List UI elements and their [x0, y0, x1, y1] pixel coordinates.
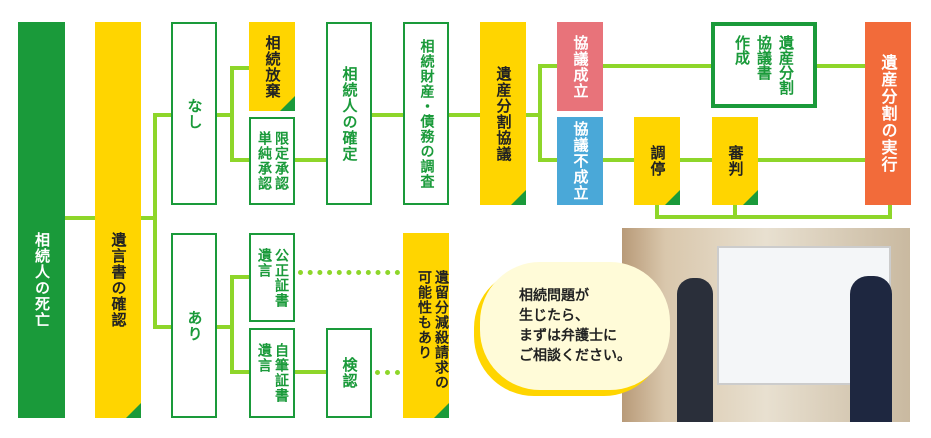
person-left [677, 278, 713, 422]
connector [230, 66, 249, 70]
node-label: 公正証書 遺言 [256, 247, 289, 308]
node-label: 限定承認 単純承認 [256, 131, 289, 191]
node-label: 相続財産・債務の調査 [418, 38, 435, 189]
node-label: 相続人の死亡 [33, 232, 51, 328]
connector [888, 205, 892, 219]
connector [372, 113, 403, 117]
connector [538, 64, 542, 162]
connector [230, 275, 249, 279]
connector [526, 113, 542, 117]
node-label: 遺産分割 協議書 作成 [733, 35, 795, 95]
node-agreement-document: 遺産分割 協議書 作成 [711, 22, 817, 108]
node-label: 調停 [648, 145, 667, 177]
connector [655, 205, 659, 219]
person-right [850, 276, 892, 422]
connector [230, 275, 234, 374]
node-label: 協議成立 [571, 34, 590, 99]
node-asset-survey: 相続財産・債務の調査 [403, 22, 449, 205]
bubble-text: 相続問題が 生じたら、 まずは弁護士に ご相談ください。 [519, 288, 631, 364]
connector [733, 205, 737, 219]
connector [538, 64, 557, 68]
node-death: 相続人の死亡 [18, 22, 65, 418]
node-renounce: 相続放棄 [249, 22, 295, 111]
node-label: 遺留分減殺請求の 可能性もあり [416, 269, 449, 390]
connector [153, 325, 171, 329]
speech-bubble: 相続問題が 生じたら、 まずは弁護士に ご相談ください。 [480, 262, 670, 390]
node-label: なし [185, 97, 204, 130]
node-label: 相続放棄 [263, 34, 282, 99]
node-notarized-will: 公正証書 遺言 [249, 233, 295, 322]
node-label: 自筆証書 遺言 [256, 343, 289, 403]
node-label: 遺産分割の実行 [878, 54, 898, 173]
node-holographic-will: 自筆証書 遺言 [249, 328, 295, 418]
connector [655, 215, 892, 219]
node-none: なし [171, 22, 217, 205]
dotted-connector [375, 370, 400, 375]
consultation-photo [622, 228, 910, 422]
node-execution: 遺産分割の実行 [865, 22, 911, 205]
node-not-agreed: 協議不成立 [557, 117, 603, 205]
connector [217, 113, 233, 117]
node-accept: 限定承認 単純承認 [249, 117, 295, 205]
node-division-talk: 遺産分割協議 [480, 22, 526, 205]
connector [217, 325, 233, 329]
connector [449, 113, 480, 117]
node-label: 審判 [726, 145, 745, 177]
node-label: 検認 [340, 357, 359, 389]
dotted-connector [298, 270, 400, 275]
node-label: 遺産分割協議 [494, 65, 513, 162]
node-heir-confirm: 相続人の確定 [326, 22, 372, 205]
node-will-check: 遺言書の確認 [95, 22, 141, 418]
connector [153, 113, 157, 329]
node-agreed: 協議成立 [557, 22, 603, 111]
connector [538, 158, 557, 162]
node-label: 相続人の確定 [340, 65, 359, 162]
node-judgment: 審判 [712, 117, 758, 205]
node-probate: 検認 [326, 328, 372, 418]
node-label: 遺言書の確認 [109, 232, 128, 328]
connector [65, 216, 95, 220]
node-exists: あり [171, 233, 217, 418]
node-label: 協議不成立 [571, 121, 590, 201]
connector [141, 216, 157, 220]
connector [153, 113, 171, 117]
node-reserved-share: 遺留分減殺請求の 可能性もあり [403, 233, 449, 418]
node-mediation: 調停 [634, 117, 680, 205]
connector [230, 66, 234, 162]
node-label: あり [185, 309, 204, 342]
